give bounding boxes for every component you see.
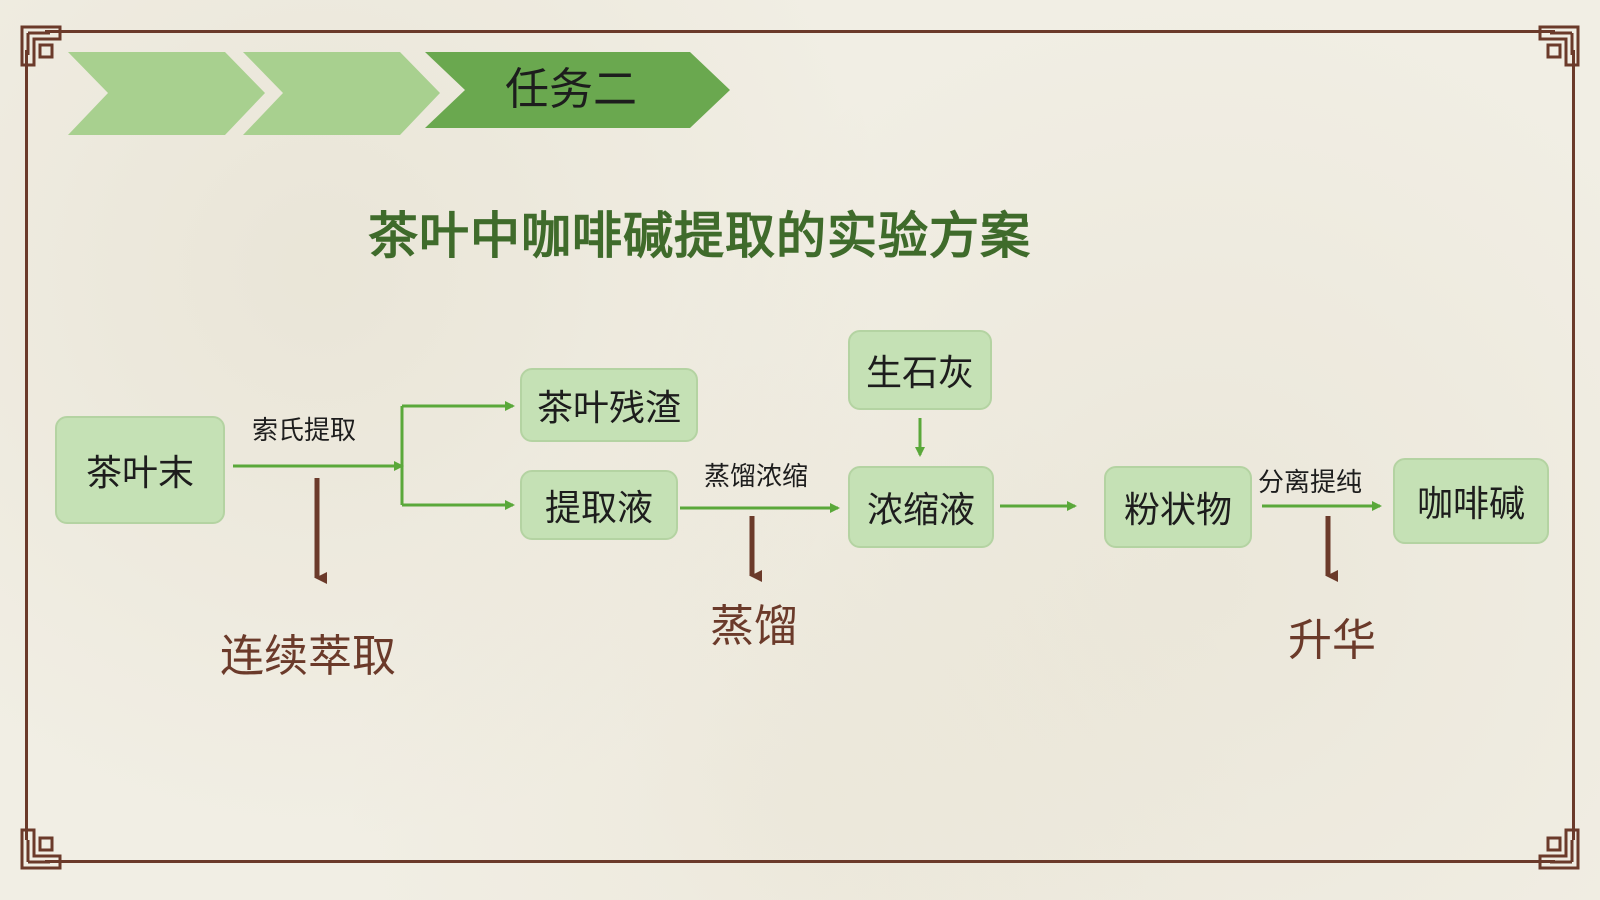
corner-ornament-bottom-right xyxy=(1538,828,1580,870)
page-title: 茶叶中咖啡碱提取的实验方案 xyxy=(368,206,1031,265)
corner-ornament-top-left xyxy=(20,25,62,67)
frame-right-line xyxy=(1572,50,1575,840)
node-concentrate: 浓缩液 xyxy=(848,466,994,548)
corner-ornament-top-right xyxy=(1538,25,1580,67)
corner-ornament-bottom-left xyxy=(20,828,62,870)
chevron-1 xyxy=(68,52,265,135)
method-label-continuous-extraction: 连续萃取 xyxy=(220,631,396,682)
step-label-soxhlet: 索氏提取 xyxy=(252,416,357,446)
task-label: 任务二 xyxy=(505,64,637,115)
method-label-sublimation: 升华 xyxy=(1288,615,1376,666)
step-label-distill-concentrate: 蒸馏浓缩 xyxy=(704,462,809,492)
node-tea-residue: 茶叶残渣 xyxy=(520,368,698,442)
node-powder: 粉状物 xyxy=(1104,466,1252,548)
step-label-separate-purify: 分离提纯 xyxy=(1258,468,1363,498)
node-tea-powder: 茶叶末 xyxy=(55,416,225,524)
frame-left-line xyxy=(25,50,28,840)
method-label-distillation: 蒸馏 xyxy=(710,601,798,652)
node-extract-liquid: 提取液 xyxy=(520,470,678,540)
header-chevrons xyxy=(68,52,730,135)
chevron-2 xyxy=(243,52,440,135)
frame-top-line xyxy=(45,30,1555,33)
node-quicklime: 生石灰 xyxy=(848,330,992,410)
chevron-3-active xyxy=(425,52,730,128)
node-caffeine: 咖啡碱 xyxy=(1393,458,1549,544)
frame-bottom-line xyxy=(45,860,1555,863)
